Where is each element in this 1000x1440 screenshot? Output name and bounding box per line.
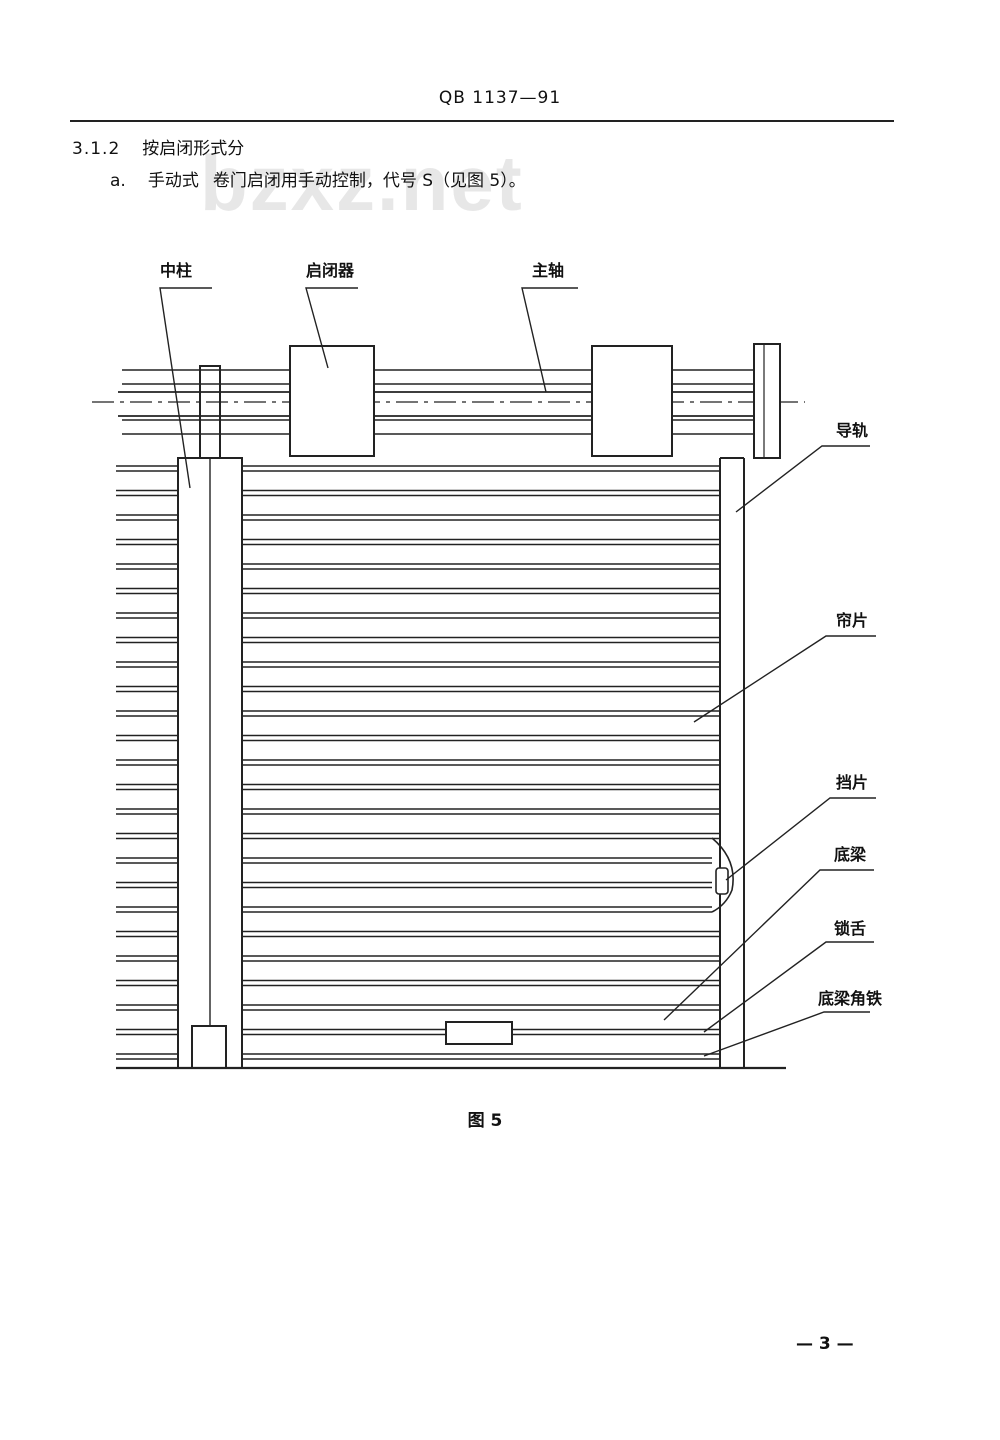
- roll-lines: [122, 369, 754, 435]
- guide-rail: [719, 457, 745, 1068]
- opener-left: [289, 345, 375, 457]
- label-center-post: 中柱: [160, 261, 192, 280]
- label-opener: 启闭器: [306, 261, 355, 280]
- clause-title: 按启闭形式分: [142, 139, 245, 159]
- label-bottom-beam: 底梁: [834, 845, 867, 864]
- left-slat-lines: [116, 465, 178, 1060]
- figure-caption: 图 5: [467, 1111, 503, 1131]
- item-letter: a.: [110, 171, 126, 191]
- watermark: bzxz.net: [200, 139, 524, 227]
- clause-number: 3.1.2: [72, 139, 121, 159]
- header-rule: [70, 120, 894, 122]
- shaft-flange: [753, 343, 781, 459]
- label-main-shaft: 主轴: [532, 261, 564, 280]
- label-guide-rail: 导轨: [836, 421, 868, 440]
- stop-plate: [711, 837, 734, 913]
- label-curtain-slat: 帘片: [836, 611, 868, 630]
- label-lock-tongue: 锁舌: [834, 919, 866, 938]
- leader-lines: [159, 287, 876, 1057]
- opener-right: [591, 345, 673, 457]
- item-term: 手动式: [147, 171, 199, 191]
- standard-code: QB 1137—91: [438, 88, 562, 108]
- clause-heading: 3.1.2 按启闭形式分: [72, 134, 244, 159]
- label-stop-plate: 挡片: [836, 773, 868, 792]
- item-text: 卷门启闭用手动控制，代号 S（见图 5）。: [212, 171, 526, 191]
- main-shaft: [92, 391, 805, 417]
- lock-tongue-plate: [445, 1021, 513, 1045]
- label-bottom-beam-angle: 底梁角铁: [818, 989, 882, 1008]
- curtain-slat-lines: [242, 465, 720, 1060]
- list-item: a. 手动式卷门启闭用手动控制，代号 S（见图 5）。: [110, 166, 526, 191]
- page-number: — 3 —: [796, 1334, 854, 1354]
- center-post: [177, 365, 243, 1069]
